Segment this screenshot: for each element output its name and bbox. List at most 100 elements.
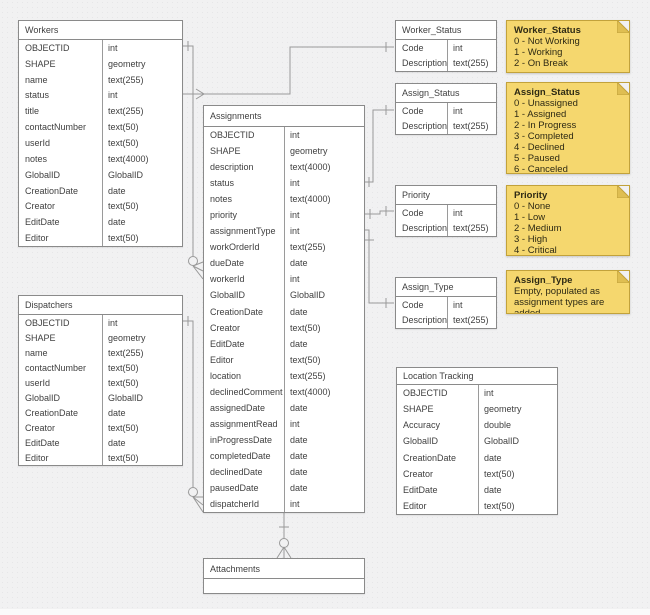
connector-assignstatus-assignments[interactable] xyxy=(365,105,394,187)
field-type: date xyxy=(108,185,126,196)
table-title-location_tracking[interactable]: Location Tracking xyxy=(397,368,557,385)
connector-workerstatus-workers[interactable] xyxy=(183,42,394,100)
note-line: 0 - Not Working xyxy=(514,36,580,47)
connector-workers-assignments[interactable] xyxy=(183,41,204,280)
table-title-assignments[interactable]: Assignments xyxy=(204,106,364,127)
table-title-assign_status[interactable]: Assign_Status xyxy=(396,84,496,103)
field-type: int xyxy=(484,388,494,399)
connector-priority-assignments[interactable] xyxy=(365,206,394,219)
field-name: Code xyxy=(396,297,448,313)
table-title-worker_status[interactable]: Worker_Status xyxy=(396,21,496,40)
connector-dispatchers-assignments[interactable] xyxy=(183,316,204,513)
table-title-attachments[interactable]: Attachments xyxy=(204,559,364,579)
connector-assignments-attachments[interactable] xyxy=(276,513,292,559)
connector-assigntype-assignments[interactable] xyxy=(364,229,394,308)
note-line: 1 - Working xyxy=(514,47,563,58)
table-title-dispatchers[interactable]: Dispatchers xyxy=(19,296,182,315)
table-title-priority[interactable]: Priority xyxy=(396,186,496,205)
note-fold-corner-icon xyxy=(617,271,629,283)
table-title-assign_type[interactable]: Assign_Type xyxy=(396,278,496,297)
note-line: 3 - Completed xyxy=(514,131,574,142)
table-attachments[interactable]: Attachments xyxy=(203,558,365,594)
table-title-workers[interactable]: Workers xyxy=(19,21,182,40)
field-name: inProgressDate xyxy=(204,431,285,448)
